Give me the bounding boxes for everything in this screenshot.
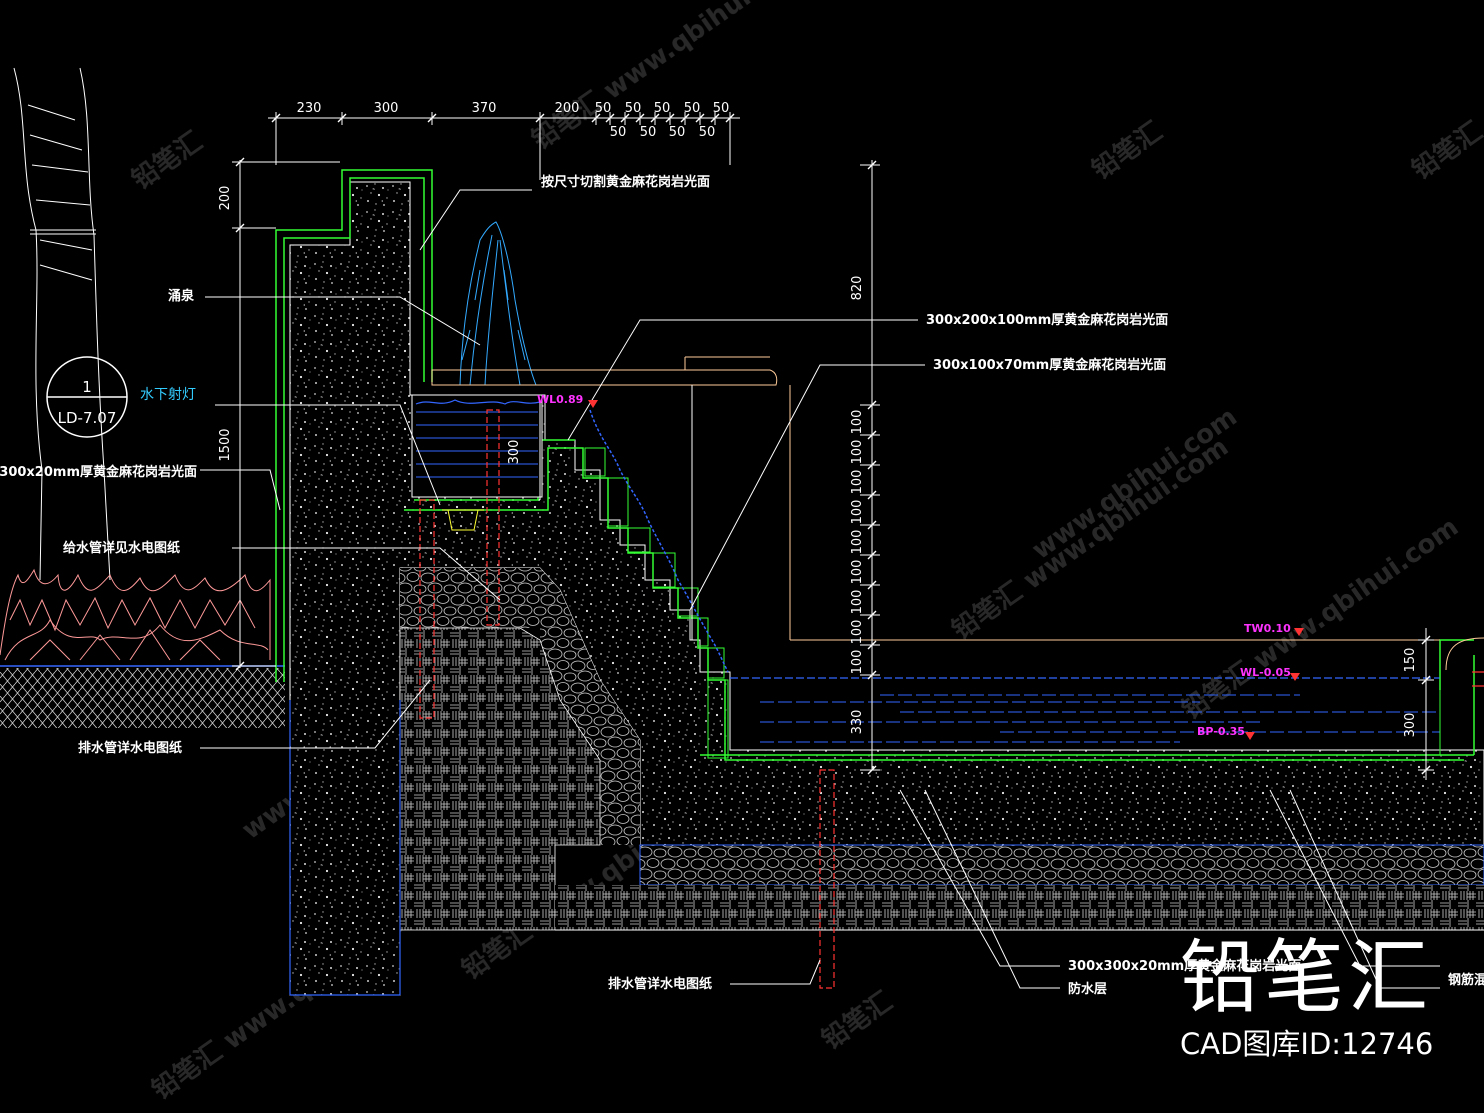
brand-watermark: 铅笔汇 CAD图库ID:12746 xyxy=(1180,931,1434,1061)
level-bp: BP-0.35 xyxy=(1197,725,1245,738)
callout-step-stone: 300x100x70mm厚黄金麻花岗岩光面 xyxy=(933,357,1166,373)
dim-right-100-7: 100 xyxy=(850,590,865,615)
dim-top-row2-d: 50 xyxy=(699,125,716,140)
callout-fountain: 涌泉 xyxy=(168,288,195,304)
callout-floor-tile: 300x300x20mm厚黄金麻花岗岩光面 xyxy=(1068,958,1301,974)
coping-cap xyxy=(431,369,778,386)
pebble-layer xyxy=(400,568,540,628)
dim-right-100-1: 100 xyxy=(850,410,865,435)
level-tw: TW0.10 xyxy=(1244,622,1291,635)
cascade-steps xyxy=(584,447,729,759)
dim-top-50-b: 50 xyxy=(625,101,642,116)
dimension-ticks xyxy=(235,113,1431,775)
drain-fitting xyxy=(442,509,484,531)
dim-top-50-e: 50 xyxy=(713,101,730,116)
dim-right-330: 330 xyxy=(850,710,865,735)
svg-text:铅笔汇 www.qbihui.com: 铅笔汇 www.qbihui.com xyxy=(946,431,1234,645)
callout-cut-granite: 按尺寸切割黄金麻花岗岩光面 xyxy=(541,174,710,190)
shrubs xyxy=(0,568,271,661)
dim-left-200: 200 xyxy=(218,186,233,211)
detail-tag-number: 1 xyxy=(82,378,92,396)
callout-drain-pipe-left: 排水管详水电图纸 xyxy=(78,740,182,756)
upper-basin-water-lines xyxy=(416,411,538,478)
dim-top-300: 300 xyxy=(374,101,399,116)
leader-lines xyxy=(200,189,1440,989)
dim-left-1500: 1500 xyxy=(218,428,233,461)
dim-top-230: 230 xyxy=(297,101,322,116)
dim-top-200: 200 xyxy=(555,101,580,116)
dim-pool-300: 300 xyxy=(1403,713,1418,738)
fountain-jet xyxy=(459,221,537,386)
upper-basin xyxy=(411,394,543,498)
dim-pool-150: 150 xyxy=(1403,648,1418,673)
svg-text:铅笔汇: 铅笔汇 xyxy=(1086,116,1168,186)
svg-text:铅笔汇: 铅笔汇 xyxy=(816,986,898,1056)
brick-layer xyxy=(399,627,601,931)
pebble-layer-slope xyxy=(540,568,640,845)
cascade-water xyxy=(589,409,729,673)
lower-pool xyxy=(730,385,1484,755)
brand-id: CAD图库ID:12746 xyxy=(1180,1027,1434,1061)
pool-brick-base xyxy=(555,885,1484,930)
callout-rebar: 钢筋混 xyxy=(1448,972,1484,988)
dim-top-370: 370 xyxy=(472,101,497,116)
dim-right-100-8: 100 xyxy=(850,620,865,645)
detail-tag: 1 LD-7.07 xyxy=(46,356,128,438)
dim-top-row2-a: 50 xyxy=(610,125,627,140)
svg-text:铅笔汇 www.qbihui.com: 铅笔汇 www.qbihui.com xyxy=(1176,511,1464,725)
dim-top-50-a: 50 xyxy=(595,101,612,116)
svg-text:铅笔汇: 铅笔汇 xyxy=(126,126,208,196)
detail-tag-sheet: LD-7.07 xyxy=(58,409,117,427)
level-wl-upper: WL0.89 xyxy=(537,393,583,406)
callout-underwater-light: 水下射灯 xyxy=(140,387,196,403)
dim-top-row2-c: 50 xyxy=(669,125,686,140)
callout-supply-pipe: 给水管详见水电图纸 xyxy=(63,540,180,556)
dim-right-820: 820 xyxy=(850,276,865,301)
pool-pebble-base xyxy=(639,844,1484,886)
dim-right-100-3: 100 xyxy=(850,470,865,495)
dim-top-row2-b: 50 xyxy=(640,125,657,140)
svg-text:铅笔汇: 铅笔汇 xyxy=(1406,116,1484,186)
dim-top-50-c: 50 xyxy=(654,101,671,116)
callout-drain-pipe-bottom: 排水管详水电图纸 xyxy=(608,976,712,992)
tree-trunk xyxy=(13,67,111,581)
level-markers xyxy=(588,400,1304,740)
callout-coping: 300x200x100mm厚黄金麻花岗岩光面 xyxy=(926,312,1168,328)
svg-text:www.qbihui.com: www.qbihui.com xyxy=(1027,402,1243,566)
upper-basin-surface xyxy=(415,399,541,405)
dim-right-100-4: 100 xyxy=(850,500,865,525)
dim-right-100-5: 100 xyxy=(850,530,865,555)
pipes xyxy=(419,409,1484,989)
dim-right-100-6: 100 xyxy=(850,560,865,585)
level-wl: WL-0.05 xyxy=(1240,666,1291,679)
dim-pool-inner-300: 300 xyxy=(507,440,522,465)
dim-top-50-d: 50 xyxy=(684,101,701,116)
ground-earth xyxy=(0,668,285,728)
brand-name: 铅笔汇 xyxy=(1180,931,1432,1024)
dim-right-100-9: 100 xyxy=(850,650,865,675)
dim-right-100-2: 100 xyxy=(850,440,865,465)
callout-waterproof: 防水层 xyxy=(1068,981,1107,997)
callout-wall-cladding: 300x300x20mm厚黄金麻花岗岩光面 xyxy=(0,464,197,480)
